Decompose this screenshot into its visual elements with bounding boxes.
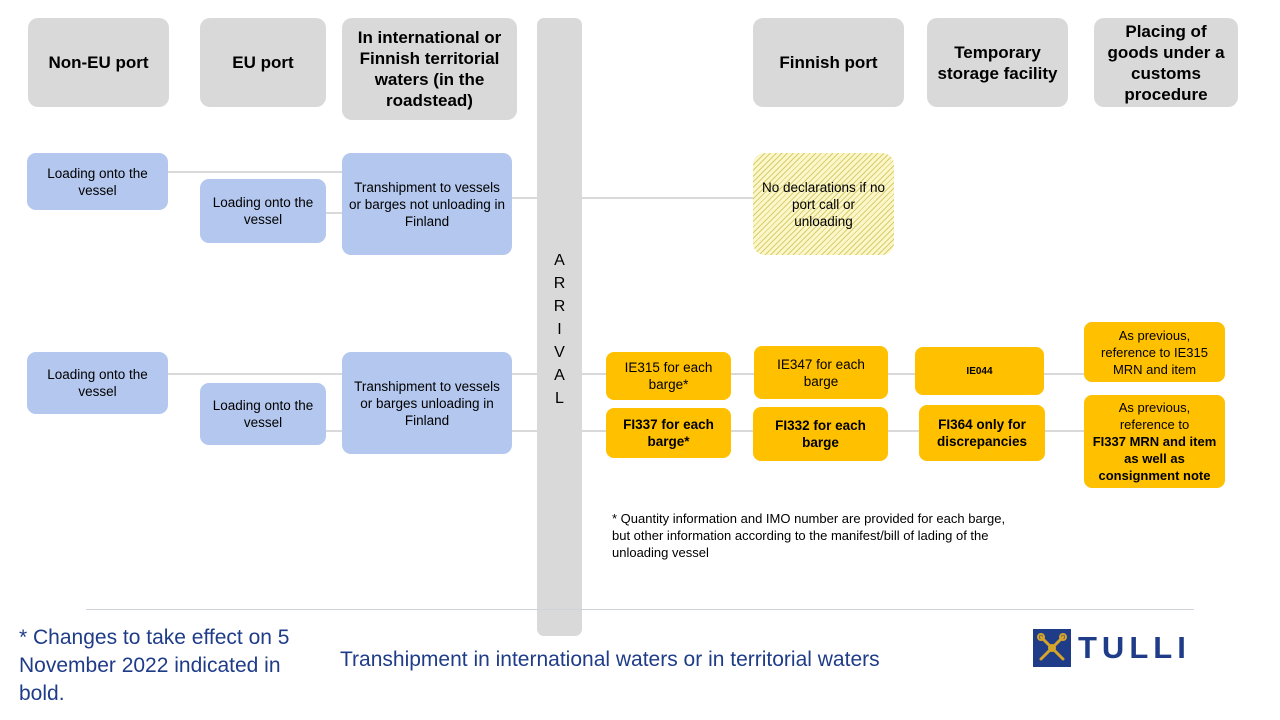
row1-transhipment: Transhipment to vessels or barges not un… xyxy=(342,153,512,255)
arrival-letter: A xyxy=(554,252,565,269)
arrival-bar xyxy=(537,18,582,636)
header-eu-port: EU port xyxy=(200,18,326,107)
connector-line xyxy=(582,197,754,199)
ie044-box: IE044 xyxy=(915,347,1044,395)
changes-note: * Changes to take effect on 5 November 2… xyxy=(19,626,290,705)
as-previous-ie315-box: As previous, reference to IE315 MRN and … xyxy=(1084,322,1225,382)
fi332-box: FI332 for each barge xyxy=(753,407,888,461)
connector-line xyxy=(326,212,343,214)
connector-line xyxy=(512,197,538,199)
row2-transhipment: Transhipment to vessels or barges unload… xyxy=(342,352,512,454)
ie347-box: IE347 for each barge xyxy=(754,346,888,399)
header-international-waters: In international or Finnish territorial … xyxy=(342,18,517,120)
as-previous-fi337-box: As previous, reference to FI337 MRN and … xyxy=(1084,395,1225,488)
arrival-letter: V xyxy=(554,344,565,361)
connector-line xyxy=(168,373,343,375)
header-temporary-storage: Temporary storage facility xyxy=(927,18,1068,107)
barge-footnote: * Quantity information and IMO number ar… xyxy=(612,511,1006,560)
ie315-box: IE315 for each barge* xyxy=(606,352,731,400)
fi364-box: FI364 only for discrepancies xyxy=(919,405,1045,461)
row2-non-eu-loading: Loading onto the vessel xyxy=(27,352,168,414)
page-title: Transhipment in international waters or … xyxy=(340,648,880,671)
connector-line xyxy=(168,171,343,173)
arrival-letter: R xyxy=(553,298,566,315)
connector-line xyxy=(326,430,343,432)
arrival-letter: A xyxy=(554,367,565,384)
header-finnish-port: Finnish port xyxy=(753,18,904,107)
row1-no-declarations: No declarations if no port call or unloa… xyxy=(753,153,894,255)
fi337-box: FI337 for each barge* xyxy=(606,408,731,458)
header-non-eu-port: Non-EU port xyxy=(28,18,169,107)
row2-eu-loading: Loading onto the vessel xyxy=(200,383,326,445)
connector-line xyxy=(512,430,538,432)
customs-emblem-icon xyxy=(1033,629,1071,667)
arrival-letter: R xyxy=(553,275,566,292)
connector-line xyxy=(512,373,538,375)
header-customs-procedure: Placing of goods under a customs procedu… xyxy=(1094,18,1238,107)
arrival-letter: I xyxy=(557,321,562,338)
row1-eu-loading: Loading onto the vessel xyxy=(200,179,326,243)
footer-divider xyxy=(86,609,1194,610)
tulli-logo-text: TULLI xyxy=(1078,630,1191,665)
row1-non-eu-loading: Loading onto the vessel xyxy=(27,153,168,210)
arrival-letter: L xyxy=(555,390,564,407)
